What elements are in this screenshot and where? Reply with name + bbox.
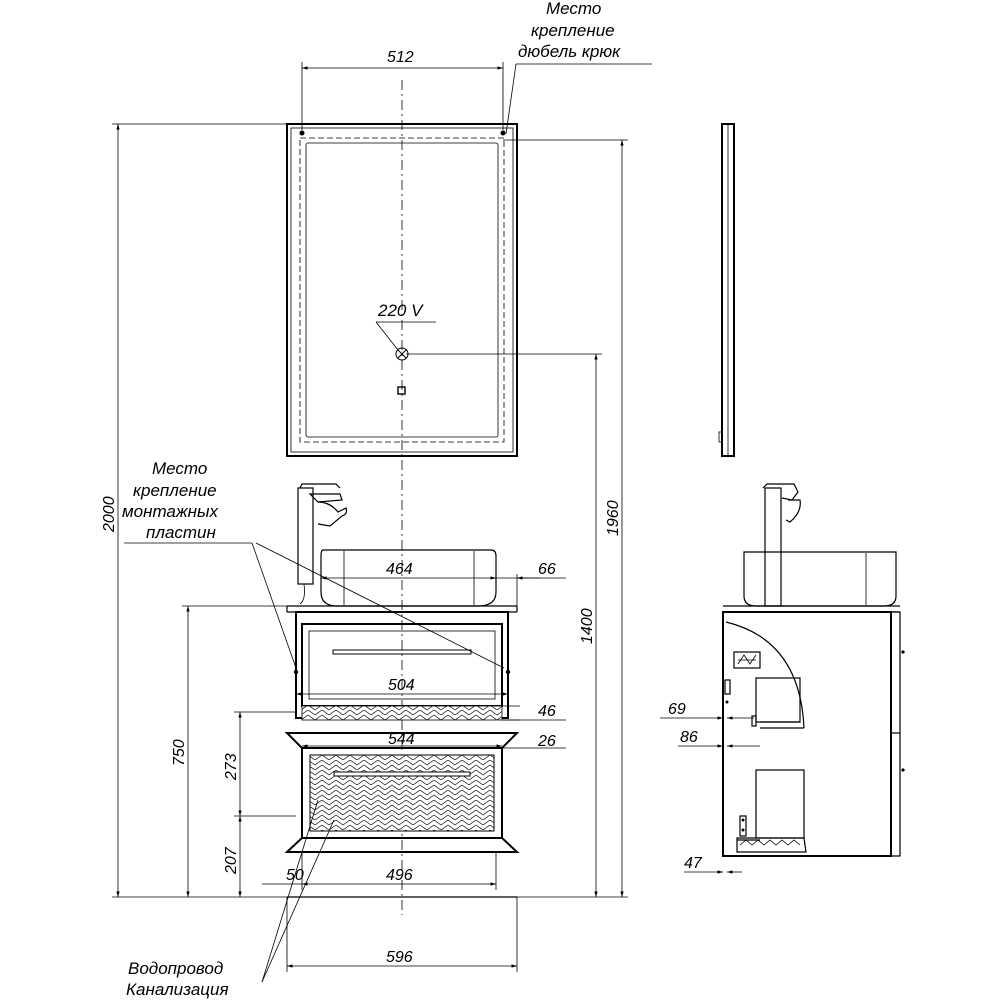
- plate-point-left-icon: [293, 669, 299, 675]
- lower-drawer-handle: [333, 771, 471, 777]
- plate-mount-label-line3: монтажных: [122, 502, 218, 521]
- dim-496: 496: [386, 867, 413, 884]
- dim-544: 544: [388, 731, 415, 748]
- upper-drawer-handle: [332, 649, 472, 655]
- dim-86: 86: [680, 729, 698, 746]
- plate-mount-label-line4: пластин: [146, 523, 217, 542]
- plate-mount-label-line1: Место: [152, 459, 207, 478]
- dim-207: 207: [223, 846, 240, 875]
- mirror-mount-label-line3: дюбель крюк: [518, 42, 621, 61]
- leader-lines: [124, 63, 652, 983]
- dim-1960: 1960: [605, 500, 622, 536]
- plate-mount-label: Место крепление монтажных пластин: [122, 459, 218, 542]
- dim-596: 596: [386, 949, 413, 966]
- dimension-lines: [112, 62, 760, 972]
- dim-26: 26: [537, 733, 556, 750]
- mirror-hook-right-icon: [500, 130, 506, 136]
- dim-1400: 1400: [579, 608, 596, 644]
- plate-mount-label-line2: крепление: [133, 481, 217, 500]
- utilities-label-sewage: Канализация: [126, 980, 229, 999]
- dim-512: 512: [387, 49, 414, 66]
- cabinet-side: [722, 483, 905, 857]
- dim-47: 47: [684, 855, 703, 872]
- cabinet-front: [284, 605, 520, 898]
- mirror-mount-label: Место крепление дюбель крюк: [518, 0, 621, 61]
- dim-2000: 2000: [101, 496, 118, 533]
- mirror-switch-icon: [397, 386, 406, 395]
- dim-504: 504: [388, 677, 415, 694]
- mirror-mount-label-line2: крепление: [531, 21, 615, 40]
- utilities-label-water: Водопровод: [128, 959, 223, 978]
- plate-point-right-icon: [505, 669, 511, 675]
- dim-273: 273: [223, 753, 240, 781]
- dim-464: 464: [386, 561, 413, 578]
- power-label: 220 V: [377, 301, 424, 320]
- faucet-front: [297, 483, 348, 605]
- utilities-label: Водопровод Канализация: [126, 959, 229, 999]
- dim-50: 50: [286, 867, 304, 884]
- dim-750: 750: [171, 739, 188, 766]
- mirror-mount-label-line1: Место: [546, 0, 601, 18]
- dimension-values: 512 2000 1960 1400 750 273 207 464 66 50…: [101, 49, 703, 966]
- mirror-side: [718, 123, 735, 457]
- dim-46: 46: [538, 703, 556, 720]
- dim-69: 69: [668, 701, 686, 718]
- dim-66: 66: [538, 561, 556, 578]
- mirror-hook-left-icon: [299, 130, 305, 136]
